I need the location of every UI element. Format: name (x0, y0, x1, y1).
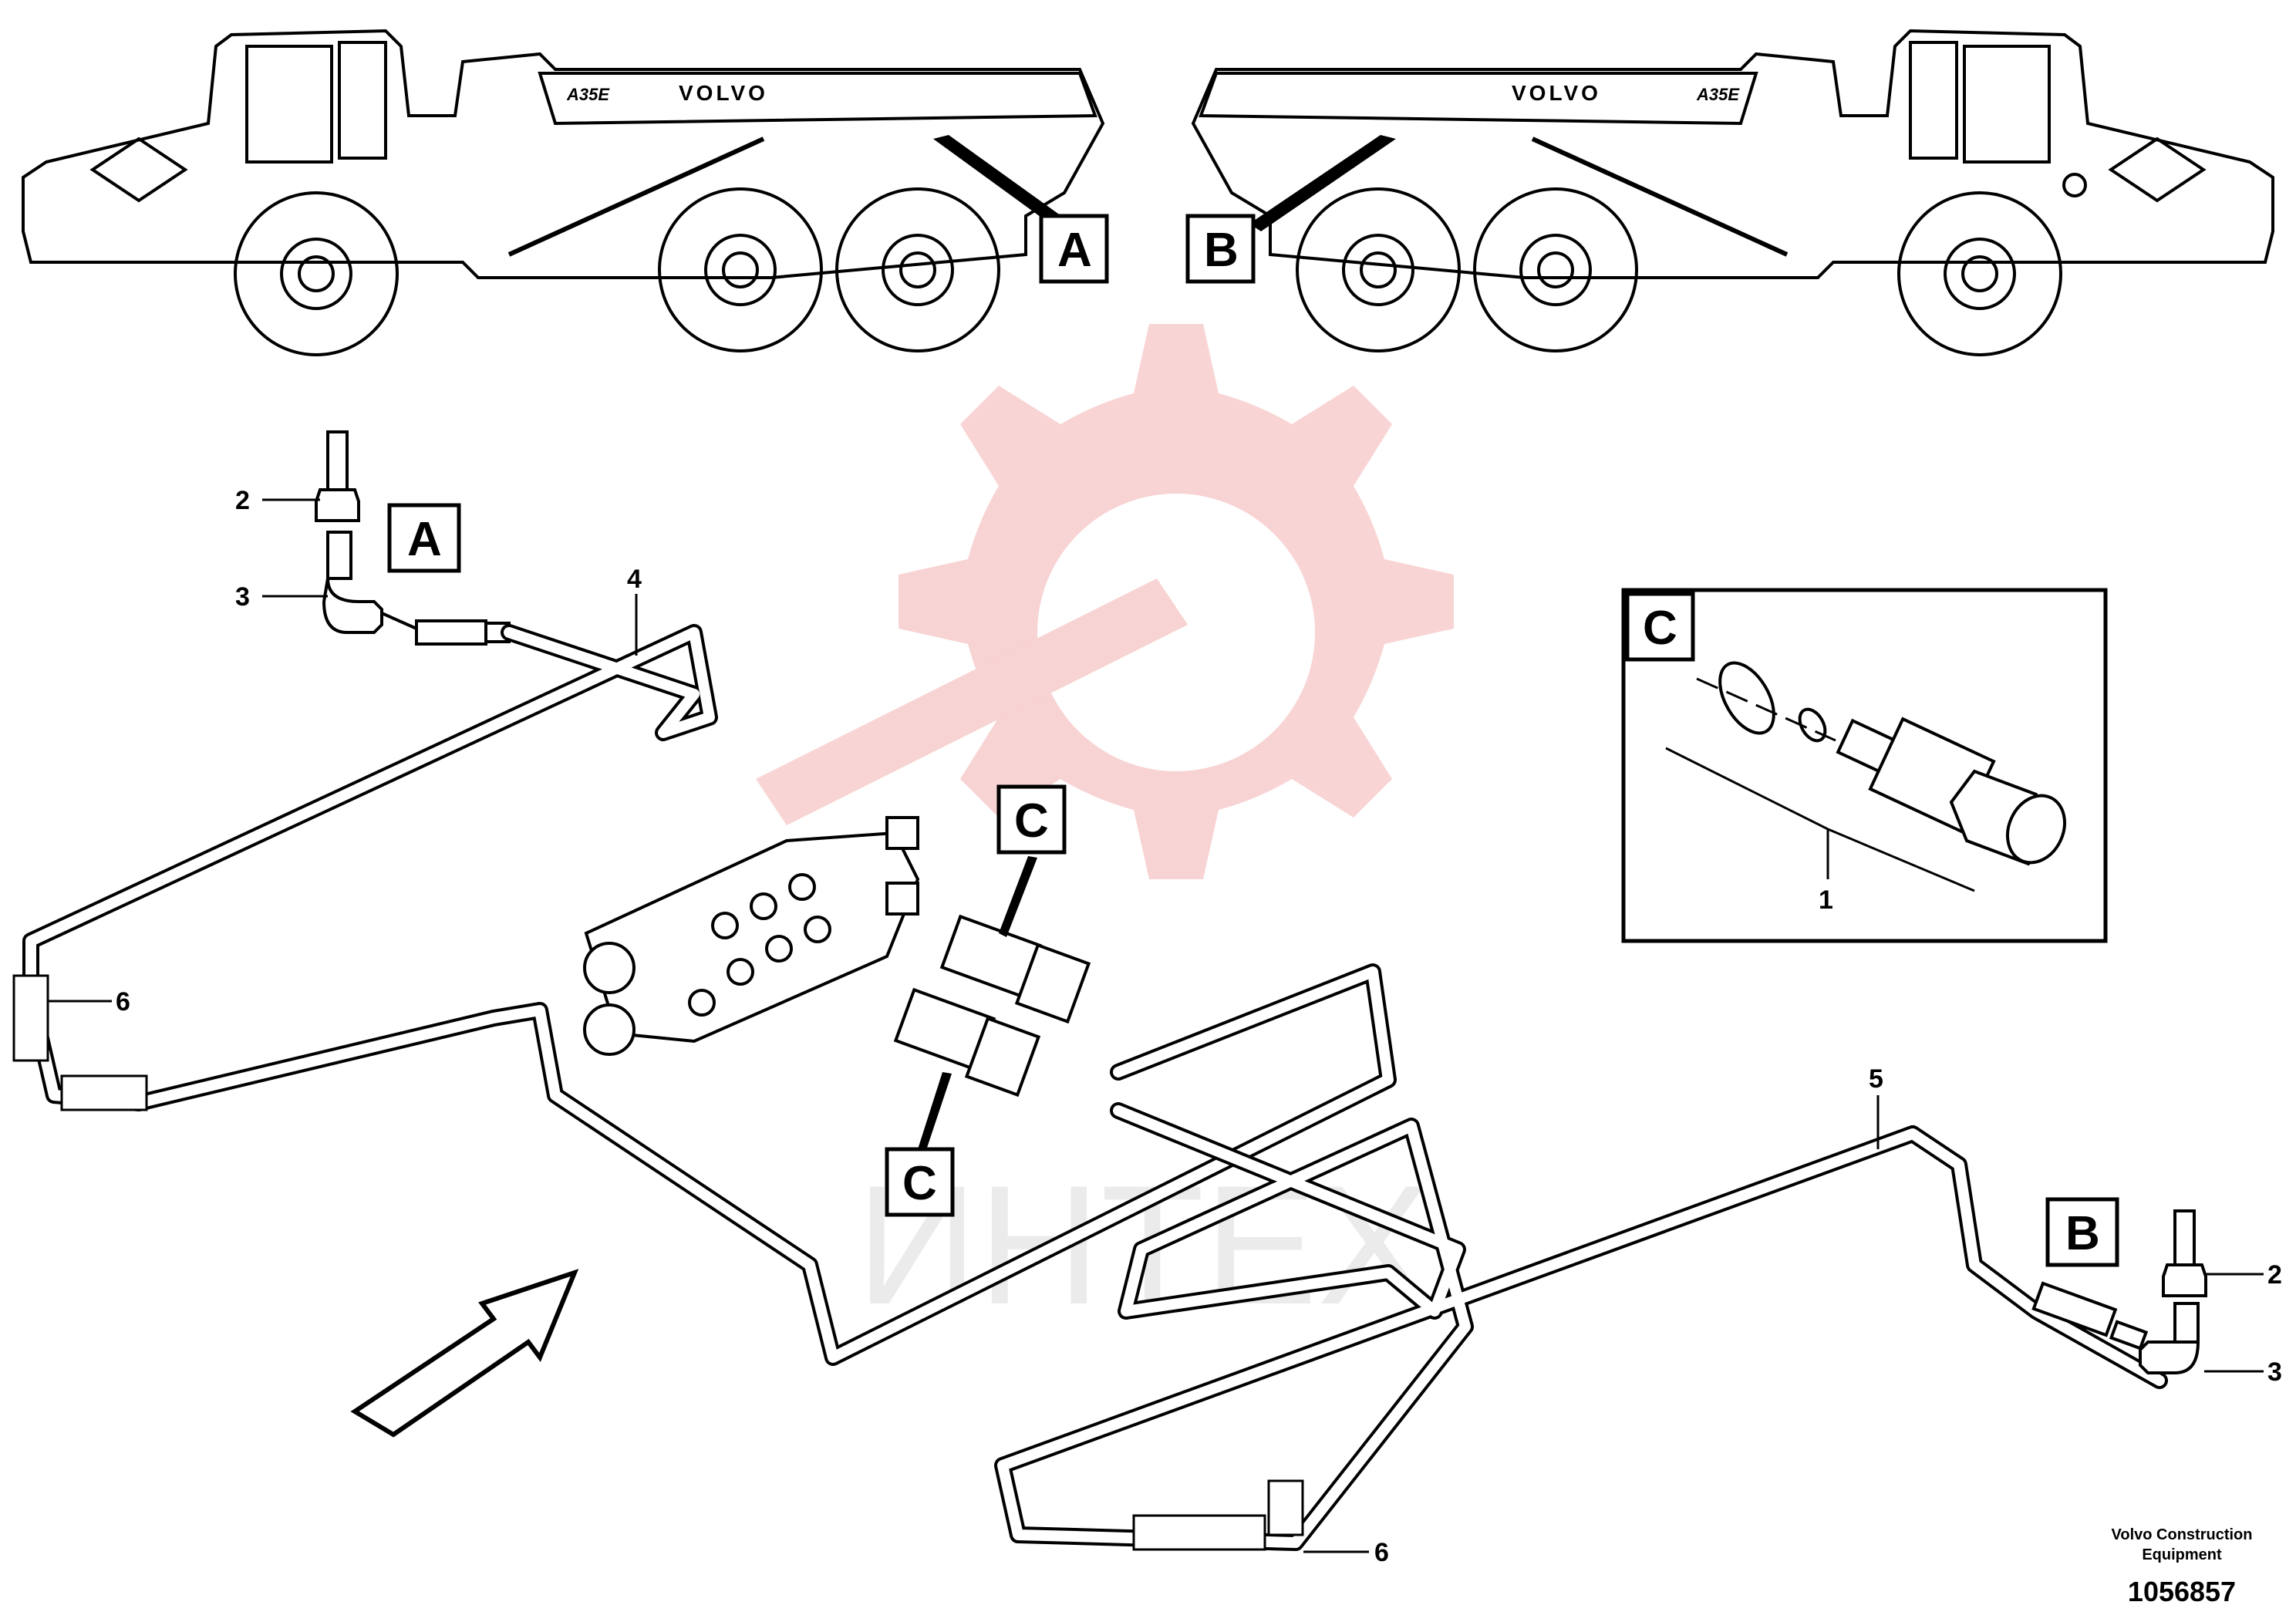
callout-box-c-upper (996, 784, 1067, 855)
spiral-wrap-bottom (1132, 1479, 1304, 1551)
callout-c-upper-pointer (999, 856, 1037, 937)
callout-box-a-detail (387, 503, 461, 573)
part-1-label: 1 (1819, 885, 1833, 915)
diagram-part-number: 1056857 (2127, 1576, 2237, 1607)
pressure-connector-upper (939, 914, 1091, 1024)
watermark-gear-logo (756, 324, 1454, 879)
callout-label-a-top: A (1057, 224, 1092, 277)
truck-left-brand-label: VOLVO (679, 81, 768, 105)
part-2-label-right: 2 (2267, 1260, 2282, 1290)
callout-a-top-pointer (933, 135, 1072, 231)
callout-label-c-detail: C (1643, 602, 1677, 655)
forward-direction-arrow (350, 1269, 579, 1438)
part-5-label: 5 (1869, 1064, 1883, 1094)
truck-left-model-label: A35E (566, 85, 610, 104)
part-3-label-right: 3 (2267, 1357, 2282, 1387)
fitting-assembly-right (2031, 1209, 2207, 1374)
callout-label-c-upper: C (1014, 794, 1049, 848)
fitting-assembly-left (315, 430, 511, 646)
callout-label-b-detail: B (2065, 1207, 2100, 1260)
diagram-footer: Volvo Construction Equipment 1056857 (2089, 1525, 2274, 1608)
callout-label-b-top: B (1204, 224, 1239, 277)
detail-c-dash-line (1696, 677, 1836, 742)
manufacturer-label: Volvo Construction Equipment (2111, 1526, 2253, 1563)
callout-box-b-top (1185, 214, 1256, 284)
callout-label-c-lower: C (902, 1157, 937, 1210)
part-6-label-bottom: 6 (1374, 1538, 1389, 1567)
callout-c-lower-pointer (918, 1072, 952, 1152)
callout-b-top-pointer (1249, 135, 1396, 231)
callout-box-a-top (1039, 214, 1109, 284)
callout-box-b-detail (2045, 1197, 2119, 1267)
callout-box-c-lower (885, 1147, 955, 1217)
part-3-label-left: 3 (235, 582, 250, 612)
callout-label-a-detail: A (407, 513, 442, 566)
part-2-label-left: 2 (235, 486, 250, 515)
part-6-label-left: 6 (116, 987, 130, 1017)
detail-c-connector (1718, 661, 2066, 866)
part-4-label: 4 (627, 565, 642, 594)
valve-block (583, 816, 920, 1056)
spiral-wrap-left (12, 974, 148, 1111)
pipe-5-inner (997, 1105, 2165, 1548)
truck-left-illustration (22, 29, 1105, 356)
truck-right-brand-label: VOLVO (1512, 81, 1601, 105)
callout-box-c-detail (1625, 592, 1695, 662)
truck-right-model-label: A35E (1696, 85, 1740, 104)
pressure-connector-lower (893, 987, 1041, 1098)
truck-right-illustration (1191, 29, 2274, 356)
